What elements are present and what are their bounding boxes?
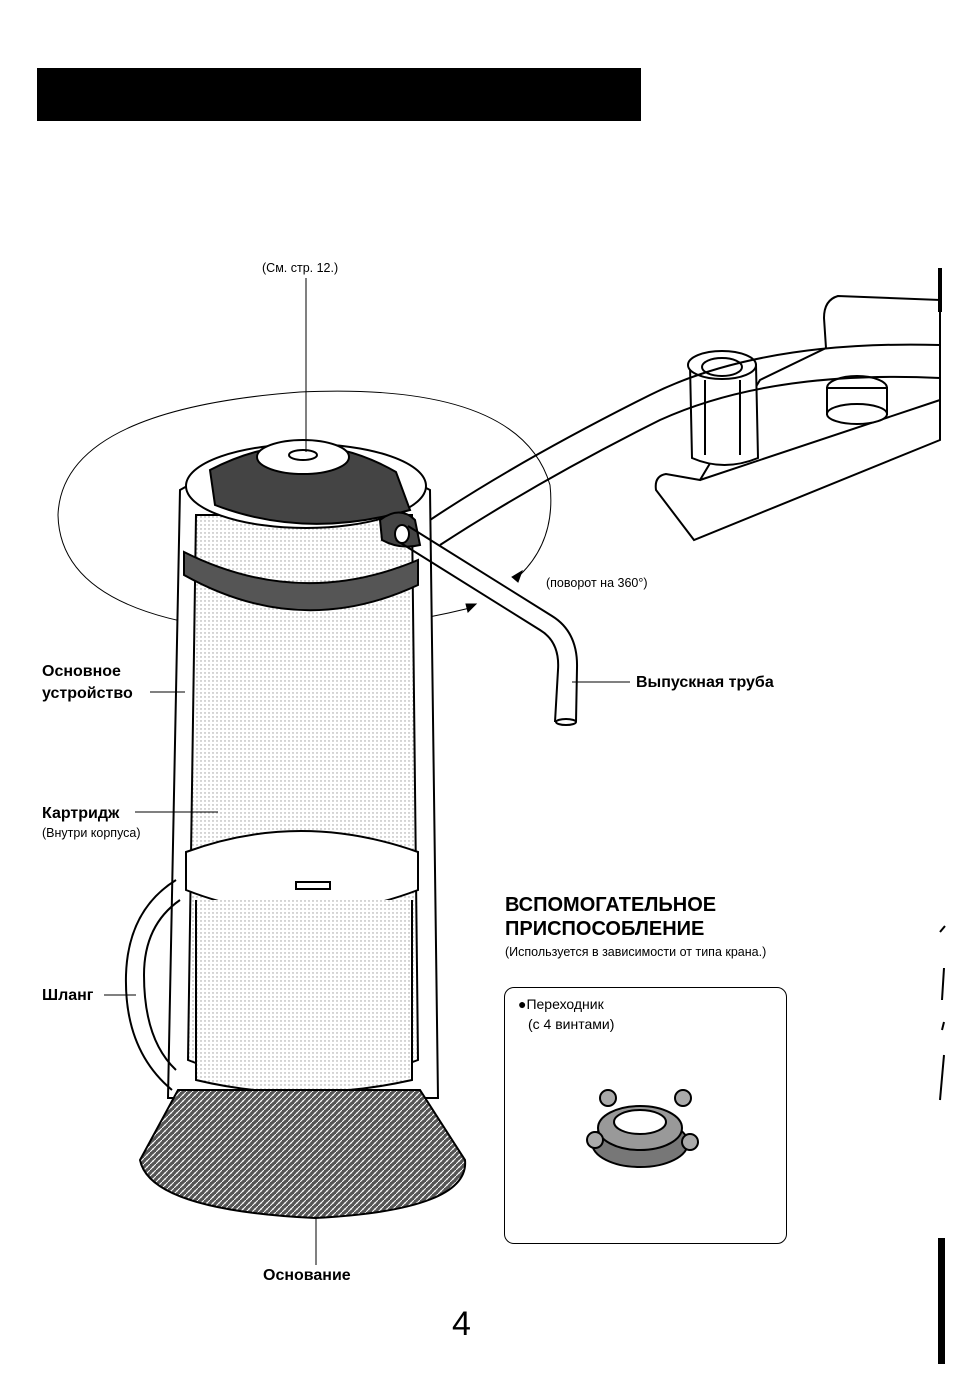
main-unit-label: Основное устройство	[42, 661, 162, 705]
spout-label: Выпускная труба	[636, 674, 774, 692]
adapter-name: ●Переходник	[518, 994, 614, 1014]
adapter-detail: (с 4 винтами)	[518, 1014, 614, 1034]
page-number: 4	[452, 1305, 471, 1344]
accessory-note: (Используется в зависимости от типа кран…	[505, 943, 785, 961]
cartridge-note: (Внутри корпуса)	[42, 826, 141, 840]
hose-label: Шланг	[42, 987, 93, 1005]
right-edge-bar	[938, 1238, 945, 1364]
accessory-title: ВСПОМОГАТЕЛЬНОЕ ПРИСПОСОБЛЕНИЕ	[505, 893, 785, 941]
edge-marks	[940, 926, 945, 1100]
rotation-note: (поворот на 360°)	[546, 576, 648, 590]
adapter-item: ●Переходник (с 4 винтами)	[518, 994, 614, 1034]
filter-base	[140, 1090, 465, 1218]
cartridge-label: Картридж	[42, 805, 119, 823]
page-reference-note: (См. стр. 12.)	[262, 261, 338, 275]
base-label: Основание	[263, 1267, 351, 1285]
